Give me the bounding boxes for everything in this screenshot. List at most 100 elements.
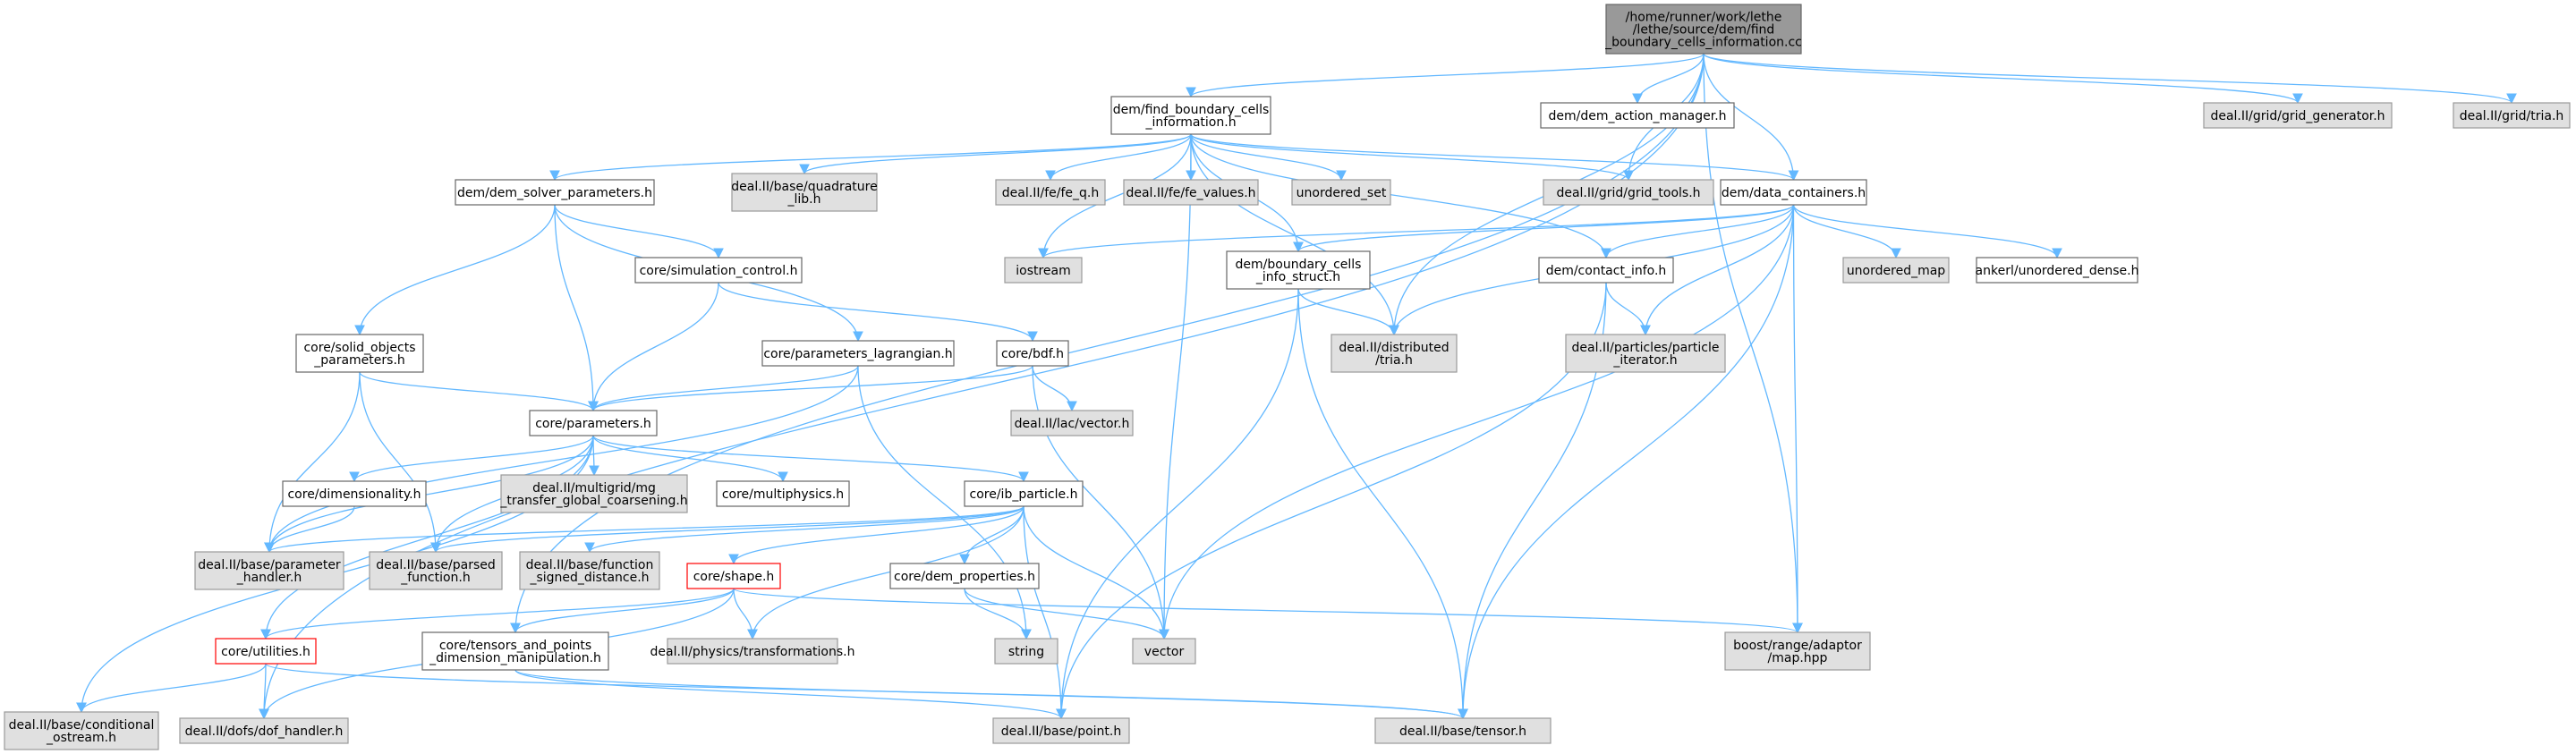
node-data-containers[interactable]: dem/data_containers.h	[1720, 179, 1867, 206]
node-parsed-function[interactable]: deal.II/base/parsed_function.h	[369, 551, 503, 590]
node-solid-objects-parameters[interactable]: core/solid_objects_parameters.h	[295, 334, 424, 373]
node-box	[995, 179, 1106, 206]
node-label: iostream	[1016, 264, 1071, 278]
edge-simulation-control-to-parameters	[588, 282, 719, 412]
node-unordered-set[interactable]: unordered_set	[1291, 179, 1391, 206]
node-label: _info_struct.h	[1255, 270, 1340, 284]
node-dimensionality[interactable]: core/dimensionality.h	[282, 480, 427, 507]
edge-find-bc-to-distributed-tria	[1190, 133, 1399, 336]
edge-data-containers-to-tensor	[1458, 204, 1795, 720]
node-label: _transfer_global_coarsening.h	[499, 494, 687, 508]
node-transformations[interactable]: deal.II/physics/transformations.h	[650, 638, 855, 665]
node-iostream[interactable]: iostream	[1004, 257, 1083, 284]
node-label: _handler.h	[236, 571, 302, 585]
node-bdf[interactable]: core/bdf.h	[996, 340, 1069, 367]
node-simulation-control[interactable]: core/simulation_control.h	[634, 257, 803, 284]
node-parameters[interactable]: core/parameters.h	[529, 410, 658, 436]
edge-data-containers-to-ankerl	[1792, 204, 2062, 259]
edge-root-to-grid-generator	[1703, 53, 2303, 105]
node-grid-tools[interactable]: deal.II/grid/grid_tools.h	[1543, 179, 1714, 206]
node-utilities[interactable]: core/utilities.h	[215, 638, 317, 665]
node-box	[1110, 96, 1271, 135]
node-box	[295, 334, 424, 373]
node-root[interactable]: /home/runner/work/lethe/lethe/source/dem…	[1604, 4, 1802, 55]
node-contact-info[interactable]: dem/contact_info.h	[1538, 257, 1674, 284]
node-lac-vector[interactable]: deal.II/lac/vector.h	[1010, 410, 1134, 436]
node-string[interactable]: string	[994, 638, 1058, 665]
edge-parameters-to-parameter-handler	[264, 435, 594, 554]
node-label: core/tensors_and_points	[439, 639, 591, 653]
node-label: deal.II/base/function	[526, 558, 654, 572]
node-box	[1540, 102, 1735, 129]
node-conditional-ostream[interactable]: deal.II/base/conditional_ostream.h	[4, 711, 159, 750]
node-parameter-handler[interactable]: deal.II/base/parameter_handler.h	[194, 551, 344, 590]
node-boost-map[interactable]: boost/range/adaptor/map.hpp	[1724, 631, 1871, 671]
node-distributed-tria[interactable]: deal.II/distributed/tria.h	[1331, 334, 1458, 373]
node-function-signed-distance[interactable]: deal.II/base/function_signed_distance.h	[519, 551, 660, 590]
nodes-layer: /home/runner/work/lethe/lethe/source/dem…	[4, 4, 2571, 750]
edge-data-containers-to-vector	[1159, 204, 1795, 640]
node-grid-generator[interactable]: deal.II/grid/grid_generator.h	[2203, 102, 2393, 129]
node-box	[1605, 4, 1802, 55]
node-label: _information.h	[1144, 115, 1236, 130]
node-point[interactable]: deal.II/base/point.h	[992, 717, 1130, 744]
node-dem-action-manager[interactable]: dem/dem_action_manager.h	[1540, 102, 1735, 129]
node-grid-tria[interactable]: deal.II/grid/tria.h	[2453, 102, 2571, 129]
node-find-bc[interactable]: dem/find_boundary_cells_information.h	[1110, 96, 1271, 135]
edge-boundary-cells-info-struct-to-point	[1056, 288, 1299, 720]
node-label: dem/dem_solver_parameters.h	[457, 186, 652, 200]
node-multiphysics[interactable]: core/multiphysics.h	[716, 480, 850, 507]
node-dem-properties[interactable]: core/dem_properties.h	[889, 563, 1040, 589]
edge-utilities-to-conditional-ostream	[76, 663, 267, 714]
node-label: _ostream.h	[46, 731, 116, 745]
edge-ib-particle-to-point	[1023, 505, 1067, 720]
node-label: deal.II/base/parsed	[376, 558, 496, 572]
node-particle-iterator[interactable]: deal.II/particles/particle_iterator.h	[1565, 334, 1726, 373]
node-label: core/simulation_control.h	[640, 264, 798, 278]
node-fe-q[interactable]: deal.II/fe/fe_q.h	[995, 179, 1106, 206]
node-ankerl[interactable]: ankerl/unordered_dense.h	[1976, 257, 2139, 284]
node-parameters-lagrangian[interactable]: core/parameters_lagrangian.h	[761, 340, 955, 367]
node-fe-values[interactable]: deal.II/fe/fe_values.h	[1123, 179, 1259, 206]
node-label: deal.II/multigrid/mg	[532, 481, 656, 496]
node-unordered-map[interactable]: unordered_map	[1842, 257, 1950, 284]
edge-parameters-lagrangian-to-parameters	[588, 365, 859, 412]
node-tensor[interactable]: deal.II/base/tensor.h	[1374, 717, 1552, 744]
node-shape[interactable]: core/shape.h	[686, 563, 781, 589]
node-label: core/ib_particle.h	[970, 487, 1078, 502]
edge-find-bc-to-quadrature-lib	[799, 133, 1192, 175]
edge-shape-to-utilities	[260, 588, 735, 640]
node-tensors-and-points[interactable]: core/tensors_and_points_dimension_manipu…	[421, 631, 609, 671]
edge-ib-particle-to-parameter-handler	[264, 505, 1024, 554]
node-quadrature-lib[interactable]: deal.II/base/quadrature_lib.h	[731, 173, 878, 212]
node-label: /tria.h	[1375, 353, 1413, 368]
node-label: vector	[1144, 645, 1185, 659]
node-label: deal.II/grid/grid_tools.h	[1556, 186, 1700, 200]
node-box	[1543, 179, 1714, 206]
node-dof-handler[interactable]: deal.II/dofs/dof_handler.h	[179, 717, 349, 744]
edge-ib-particle-to-parsed-function	[430, 505, 1024, 554]
node-label: core/parameters.h	[535, 417, 651, 431]
node-label: dem/data_containers.h	[1722, 186, 1866, 200]
node-label: /lethe/source/dem/find	[1633, 23, 1775, 38]
node-label: string	[1008, 645, 1044, 659]
node-box	[686, 563, 781, 589]
node-box	[634, 257, 803, 284]
node-label: _signed_distance.h	[529, 571, 649, 585]
node-box	[179, 717, 349, 744]
edge-root-to-find-bc	[1186, 53, 1705, 98]
node-box	[529, 410, 658, 436]
node-dem-solver-parameters[interactable]: dem/dem_solver_parameters.h	[455, 179, 655, 206]
edge-find-bc-to-unordered-set	[1190, 133, 1347, 182]
node-boundary-cells-info-struct[interactable]: dem/boundary_cells_info_struct.h	[1226, 250, 1371, 290]
node-vector[interactable]: vector	[1132, 638, 1196, 665]
edge-parameters-lagrangian-to-parameter-handler	[264, 365, 859, 554]
edge-ib-particle-to-transformations	[747, 505, 1024, 640]
edge-data-containers-to-boost-map	[1792, 204, 1803, 634]
edge-parameters-lagrangian-to-string	[857, 365, 1032, 640]
node-box	[215, 638, 317, 665]
node-mg-transfer[interactable]: deal.II/multigrid/mg_transfer_global_coa…	[499, 474, 688, 513]
node-box	[996, 340, 1069, 367]
node-ib-particle[interactable]: core/ib_particle.h	[964, 480, 1084, 507]
edge-find-bc-to-iostream	[1038, 133, 1192, 259]
